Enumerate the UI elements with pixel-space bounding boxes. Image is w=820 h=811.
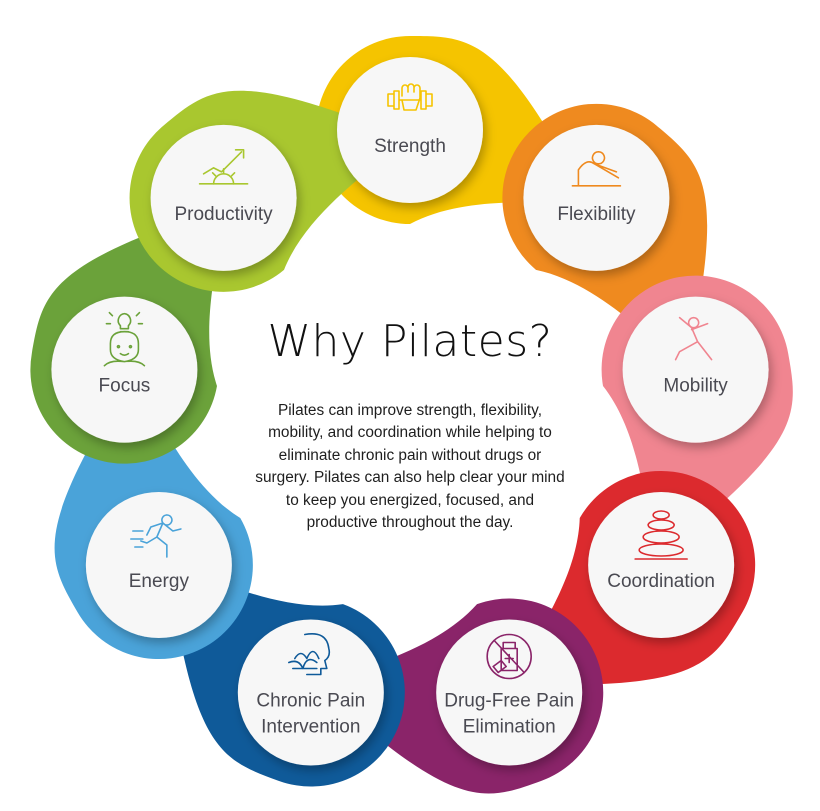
benefit-node: Mobility — [622, 296, 769, 443]
dumbbell-fist-icon — [387, 83, 433, 111]
seated-stretch-icon — [571, 151, 622, 187]
benefit-label: Strength — [374, 136, 446, 157]
benefit-circle — [436, 619, 583, 766]
circle-layer: StrengthFlexibilityMobilityCoordinationD… — [51, 57, 769, 766]
benefit-label: Focus — [99, 376, 151, 397]
benefit-circle — [150, 124, 297, 271]
benefit-label: Flexibility — [557, 204, 636, 225]
stacked-stones-icon — [634, 510, 688, 560]
lotus-head-icon — [288, 633, 331, 676]
benefit-circle — [588, 492, 735, 638]
benefit-node: Strength — [337, 57, 483, 203]
benefit-label: Drug-Free Pain — [444, 691, 574, 712]
benefit-node: Flexibility — [523, 124, 670, 271]
benefit-circle — [85, 492, 232, 638]
benefit-label: Mobility — [663, 376, 728, 397]
benefit-node: Productivity — [150, 124, 297, 271]
growth-gear-icon — [198, 149, 249, 185]
benefit-circle — [237, 619, 384, 766]
center-description: Pilates can improve strength, flexibilit… — [255, 402, 565, 532]
lightbulb-head-icon — [103, 311, 146, 367]
benefit-label: Productivity — [174, 204, 273, 225]
no-pills-icon — [486, 633, 532, 680]
benefit-label: Chronic Pain — [256, 691, 365, 712]
benefit-node: Coordination — [588, 492, 735, 638]
running-person-icon — [130, 514, 182, 558]
benefit-circle — [337, 57, 483, 203]
benefit-node: Focus — [51, 296, 198, 443]
benefit-label: Coordination — [607, 571, 715, 592]
lunge-pose-icon — [674, 316, 713, 361]
benefit-circle — [622, 296, 769, 443]
benefit-label: Elimination — [463, 717, 556, 738]
benefit-circle — [51, 296, 198, 443]
benefit-node: Energy — [85, 492, 232, 638]
benefit-circle — [523, 124, 670, 271]
benefit-label: Energy — [129, 571, 190, 592]
benefit-label: Intervention — [261, 717, 360, 738]
page-title: Why Pilates? — [267, 316, 553, 367]
